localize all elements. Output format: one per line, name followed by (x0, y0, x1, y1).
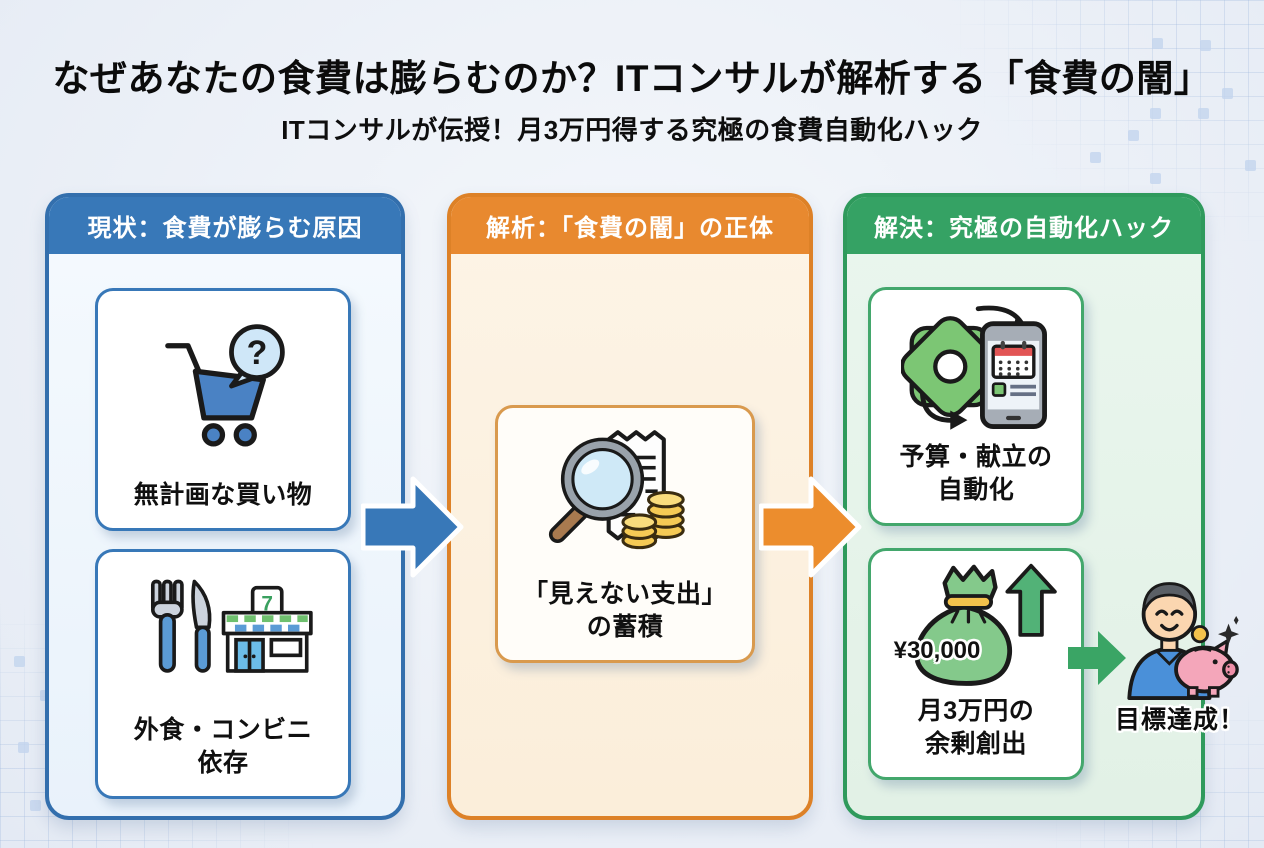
magnifier-receipt-coins-icon (498, 408, 752, 578)
svg-text:?: ? (247, 334, 268, 372)
gear-smartphone-icon (871, 290, 1081, 441)
bag-amount-label: ¥30,000 (893, 637, 981, 664)
card-label: 無計画な買い物 (133, 481, 313, 509)
arrow-current-to-analysis (361, 476, 464, 578)
page-title: なぜあなたの食費は膨らむのか？ITコンサルが解析する「食費の闇」 (52, 58, 1212, 99)
card-unplanned-shopping: ? 無計画な買い物 (95, 288, 351, 531)
cutlery-convenience-store-icon: 7 (98, 552, 348, 714)
money-bag-icon: ¥30,000 (871, 551, 1081, 695)
page-subtitle: ITコンサルが伝授！月3万円得する究極の食費自動化ハック (281, 115, 983, 145)
panel-analysis-header: 解析：「食費の闇」の正体 (451, 197, 809, 254)
card-label: 予算・献立の 自動化 (899, 443, 1053, 504)
card-invisible-spending: 「見えない支出」 の蓄積 (495, 405, 755, 663)
card-label: 「見えない支出」 の蓄積 (522, 580, 727, 641)
arrow-to-goal (1068, 631, 1126, 685)
panel-solution: 解決：究極の自動化ハック (843, 193, 1205, 820)
panel-current-state: 現状：食費が膨らむ原因 ? 無計画な買い物 (45, 193, 405, 820)
shopping-cart-question-icon: ? (98, 291, 348, 479)
card-eating-out-convenience: 7 外食・コンビニ 依存 (95, 549, 351, 799)
person-piggy-bank-icon (1127, 582, 1240, 700)
panel-current-header: 現状：食費が膨らむ原因 (49, 197, 401, 254)
card-budget-menu-automation: 予算・献立の 自動化 (868, 287, 1084, 526)
svg-text:7: 7 (261, 592, 273, 615)
card-label: 外食・コンビニ 依存 (133, 716, 313, 777)
panel-analysis: 解析：「食費の闇」の正体 (447, 193, 813, 820)
goal-label: 目標達成！ (1114, 706, 1245, 734)
card-label: 月3万円の 余剰創出 (917, 697, 1035, 758)
card-monthly-surplus: ¥30,000 月3万円の 余剰創出 (868, 548, 1084, 780)
panel-solution-header: 解決：究極の自動化ハック (847, 197, 1201, 254)
arrow-analysis-to-solution (759, 476, 862, 578)
